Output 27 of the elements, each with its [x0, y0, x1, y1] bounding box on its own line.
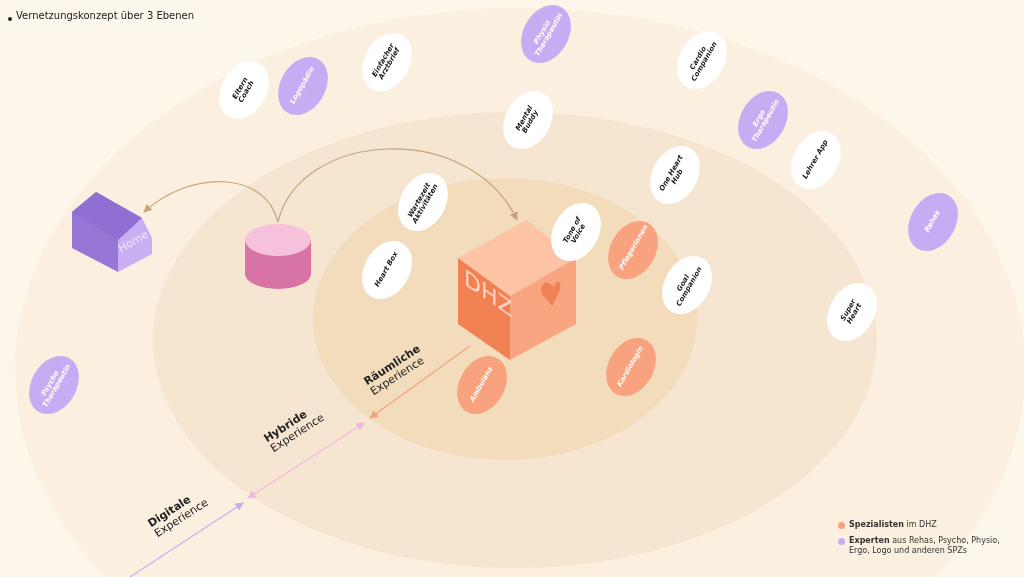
text-bubble	[551, 203, 601, 261]
expert-bubble	[521, 5, 571, 63]
legend-label: Spezialisten im DHZ	[849, 520, 938, 531]
text-bubble	[362, 241, 412, 299]
expert-bubble	[278, 57, 328, 115]
text-bubble	[362, 33, 412, 91]
title: Vernetzungskonzept über 3 Ebenen	[16, 10, 195, 21]
arrow	[143, 181, 279, 223]
text-bubble	[650, 146, 700, 204]
house-drawing	[70, 192, 152, 272]
specialist-bubble	[606, 338, 656, 396]
text-bubble	[503, 91, 553, 149]
expert-bubble	[29, 356, 79, 414]
expert-bubble	[908, 193, 958, 251]
cylinder-drawing	[243, 222, 313, 290]
specialist-bubble	[457, 356, 507, 414]
text-bubble	[662, 256, 712, 314]
text-bubble	[827, 283, 877, 341]
specialist-bubble	[608, 221, 658, 279]
text-bubble	[677, 31, 727, 89]
expert-bubble	[738, 91, 788, 149]
cube-label: DHZ	[464, 264, 513, 323]
text-bubble	[791, 131, 841, 189]
text-bubble	[398, 173, 448, 231]
legend-label: Experten aus Rehas, Psycho, Physio, Ergo, Logo und anderen SPZs	[849, 536, 1001, 557]
arrow	[277, 148, 518, 223]
text-bubble	[219, 61, 269, 119]
